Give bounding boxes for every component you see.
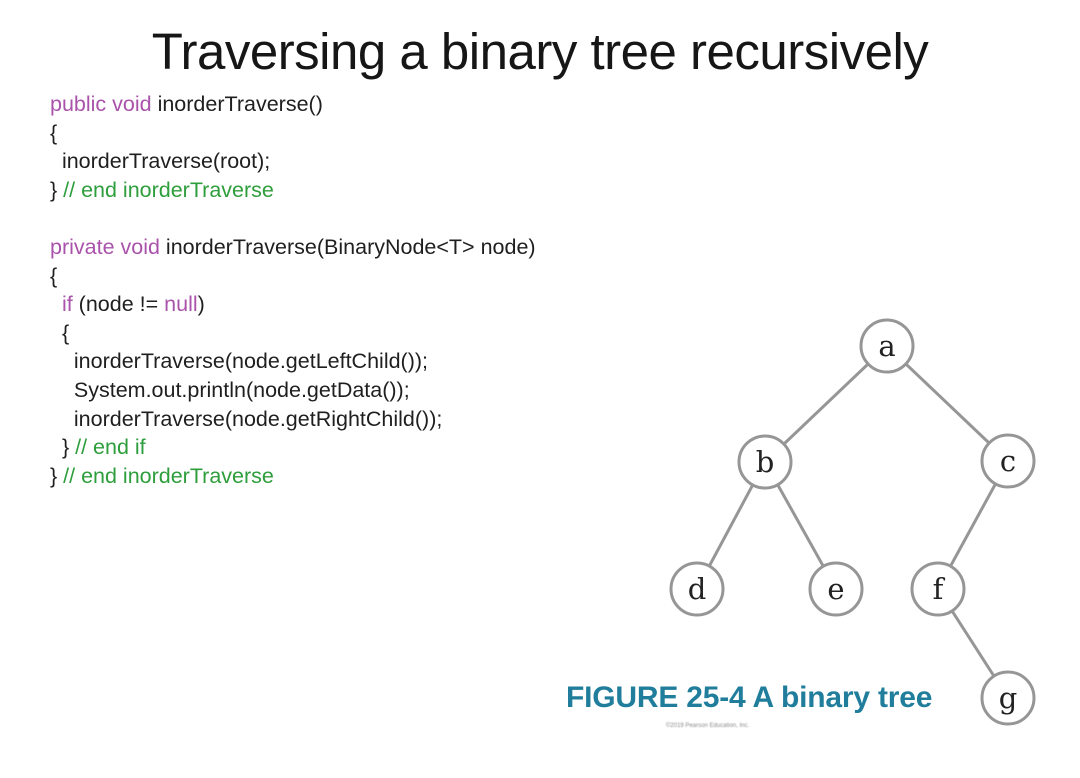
tree-node-label-g: g bbox=[999, 681, 1018, 715]
tree-node-label-b: b bbox=[756, 445, 775, 479]
tree-node-circle-g bbox=[980, 670, 1036, 726]
code-line: public void inorderTraverse() bbox=[50, 92, 323, 116]
tree-node-g: g bbox=[980, 670, 1036, 726]
tree-node-circle-e bbox=[808, 561, 864, 617]
code-line: private void inorderTraverse(BinaryNode<… bbox=[50, 234, 536, 259]
tree-node-label-d: d bbox=[688, 572, 707, 606]
code-line: inorderTraverse(node.getRightChild()); bbox=[50, 406, 443, 431]
tree-node-c: c bbox=[980, 433, 1036, 489]
code-panel: public void inorderTraverse() { inorderTr… bbox=[50, 90, 536, 490]
tree-edge-a-b bbox=[763, 344, 889, 464]
code-line: } // end inorderTraverse bbox=[50, 177, 274, 202]
tree-node-label-a: a bbox=[878, 329, 895, 363]
tree-node-circle-d bbox=[669, 561, 725, 617]
tree-node-d: d bbox=[669, 561, 725, 617]
tree-node-circle-f bbox=[910, 561, 966, 617]
tree-node-circle-a bbox=[859, 318, 915, 374]
copyright-line: ©2019 Pearson Education, Inc. bbox=[666, 723, 750, 729]
code-line: } // end inorderTraverse bbox=[50, 463, 274, 488]
tree-node-f: f bbox=[910, 561, 966, 617]
tree-node-b: b bbox=[737, 434, 793, 490]
code-line: { bbox=[50, 263, 58, 288]
code-line: System.out.println(node.getData()); bbox=[50, 377, 410, 402]
code-line: inorderTraverse(node.getLeftChild()); bbox=[50, 349, 429, 374]
tree-node-circle-c bbox=[980, 433, 1036, 489]
slide-title: Traversing a binary tree recursively bbox=[151, 23, 929, 80]
tree-node-label-c: c bbox=[1000, 444, 1016, 478]
code-line: if (node != null) bbox=[61, 292, 205, 317]
tree-node-a: a bbox=[859, 318, 915, 374]
tree-edge-a-c bbox=[885, 344, 1010, 463]
code-line: { bbox=[50, 120, 58, 145]
tree-node-label-f: f bbox=[933, 572, 946, 606]
code-block-2: private void inorderTraverse(BinaryNode<… bbox=[50, 233, 536, 490]
figure-caption: FIGURE 25-4 A binary tree bbox=[566, 681, 933, 714]
code-block-1: public void inorderTraverse() { inorderTr… bbox=[50, 90, 536, 204]
code-line: inorderTraverse(root); bbox=[50, 149, 271, 174]
code-line: { bbox=[50, 320, 70, 345]
tree-node-e: e bbox=[808, 561, 864, 617]
tree-node-circle-b bbox=[737, 434, 793, 490]
tree-node-label-e: e bbox=[827, 572, 844, 606]
code-line: } // end if bbox=[50, 435, 146, 460]
